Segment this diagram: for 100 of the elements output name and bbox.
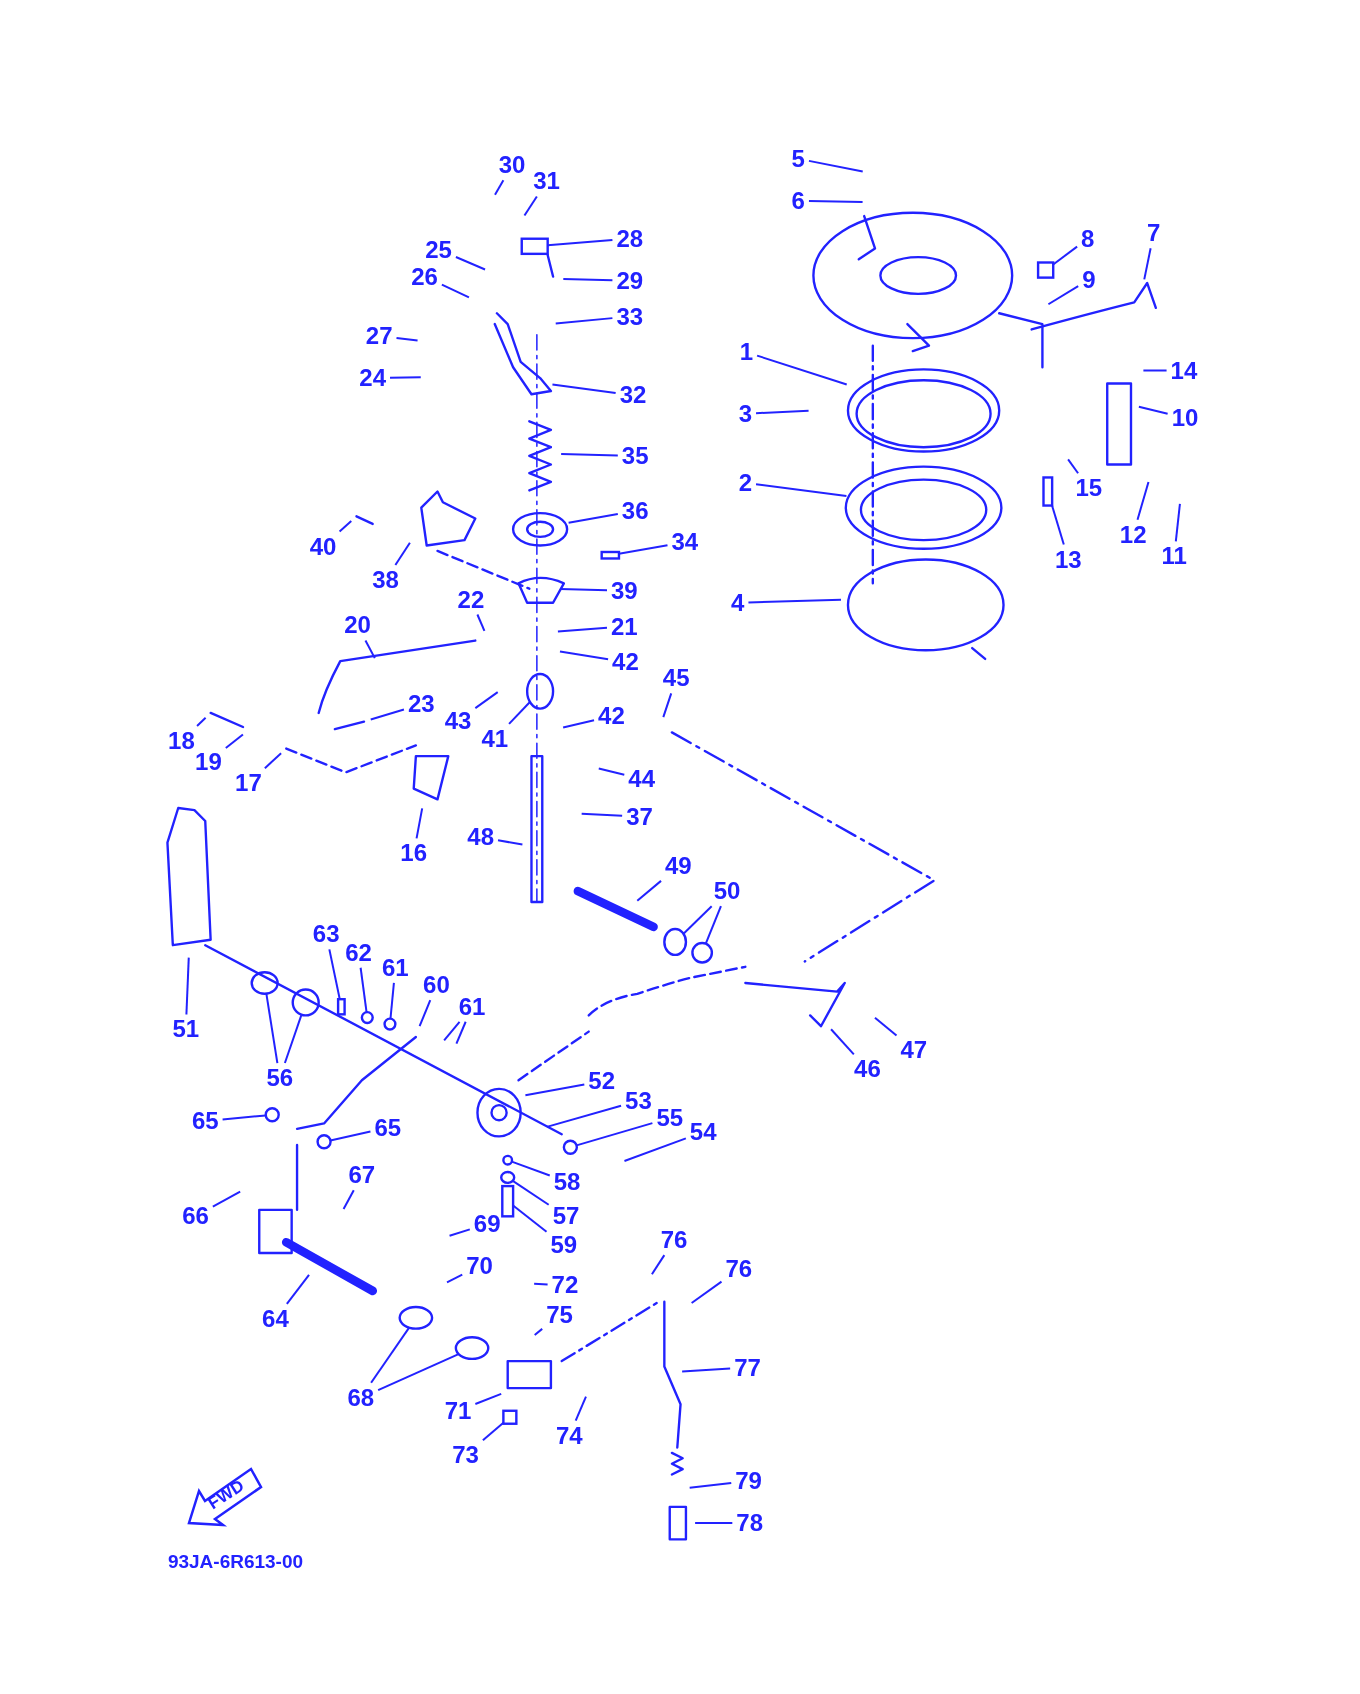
leader-line: [283, 1013, 303, 1065]
callout-number: 45: [660, 665, 692, 692]
callout-number: 50: [711, 878, 743, 905]
callout-number: 42: [596, 703, 627, 730]
leader-line: [338, 520, 353, 533]
leader-line: [1067, 458, 1080, 475]
leader-line: [454, 255, 487, 271]
callout-number: 40: [307, 533, 339, 560]
clip-part: [383, 1017, 397, 1031]
leader-line: [688, 1482, 733, 1489]
leader-line: [694, 1522, 734, 1525]
leader-line: [755, 483, 848, 497]
leader-line: [1047, 285, 1080, 306]
callout-number: 55: [654, 1105, 686, 1131]
leader-line: [807, 200, 864, 203]
leader-line: [1052, 245, 1079, 266]
leader-line: [830, 1028, 855, 1056]
leader-line: [224, 733, 244, 749]
leader-line: [567, 513, 619, 524]
leader-line: [1143, 247, 1152, 281]
leader-line: [512, 1204, 548, 1233]
leader-line: [389, 376, 422, 379]
drawing-code: 93JA-6R613-00: [166, 1550, 305, 1574]
leader-line: [265, 992, 279, 1065]
callout-number: 42: [610, 649, 641, 676]
leader-line: [185, 956, 190, 1016]
callout-number: 24: [357, 365, 388, 392]
leader-line: [747, 598, 842, 604]
leader-line: [551, 383, 617, 394]
callout-number: 12: [1117, 521, 1149, 548]
callout-number: 44: [626, 765, 657, 792]
leader-line: [1137, 405, 1169, 415]
callout-number: 79: [733, 1468, 764, 1494]
leader-line: [369, 708, 405, 721]
callout-number: 77: [732, 1354, 763, 1381]
leader-line: [418, 999, 432, 1028]
callout-number: 20: [342, 612, 373, 639]
leader-line: [636, 879, 662, 902]
callout-number: 75: [544, 1301, 575, 1328]
pin-part: [600, 550, 621, 560]
callout-number: 76: [723, 1256, 755, 1283]
callout-number: 30: [496, 152, 528, 179]
callout-number: 66: [180, 1203, 211, 1230]
leader-line: [1051, 504, 1065, 546]
leader-line: [562, 277, 614, 282]
lever-part: [520, 237, 549, 256]
washer-part: [264, 1107, 280, 1123]
washer-part: [691, 941, 714, 964]
leader-line: [455, 1020, 467, 1045]
callout-number: 8: [1079, 225, 1097, 252]
callout-number: 48: [465, 824, 497, 851]
leader-line: [394, 541, 411, 567]
callout-number: 43: [442, 707, 474, 734]
leader-line: [508, 701, 531, 725]
leader-line: [364, 639, 376, 660]
leader-line: [533, 1282, 549, 1286]
callout-number: 49: [663, 853, 694, 880]
leader-line: [574, 1395, 587, 1422]
leader-line: [443, 1020, 461, 1042]
leader-line: [873, 1016, 898, 1037]
leader-line: [511, 1179, 550, 1206]
callout-number: 16: [398, 840, 430, 867]
leader-line: [546, 239, 614, 247]
callout-number: 64: [260, 1305, 291, 1332]
callout-number: 74: [553, 1422, 585, 1449]
leader-line: [263, 752, 283, 770]
callout-number: 73: [450, 1442, 481, 1469]
washer-part: [316, 1134, 332, 1150]
leader-line: [575, 1122, 654, 1147]
callout-number: 76: [658, 1227, 690, 1254]
leader-line: [650, 1254, 666, 1276]
clip-part: [336, 998, 346, 1016]
washer-part: [360, 1010, 374, 1025]
bushing-part: [291, 988, 320, 1017]
callout-number: 10: [1169, 405, 1201, 432]
callout-number: 22: [455, 586, 487, 613]
callout-number: 7: [1145, 220, 1163, 247]
leader-line: [1174, 502, 1181, 543]
callout-number: 28: [614, 225, 646, 252]
callout-number: 39: [609, 577, 640, 604]
leader-line: [211, 1190, 242, 1208]
callout-number: 65: [189, 1108, 221, 1135]
callout-number: 35: [619, 442, 651, 469]
callout-number: 60: [421, 972, 452, 999]
leader-line: [545, 1104, 623, 1128]
leader-line: [389, 981, 395, 1020]
leader-line: [560, 452, 619, 457]
callout-number: 70: [464, 1253, 495, 1279]
leader-line: [221, 1114, 267, 1121]
callout-number: 11: [1159, 543, 1189, 570]
leader-line: [690, 1280, 723, 1304]
bushing-part: [663, 927, 688, 957]
leader-line: [440, 283, 470, 299]
bushing-part: [250, 971, 279, 995]
callout-number: 13: [1053, 546, 1084, 573]
leader-line: [474, 1392, 503, 1405]
callout-number: 62: [343, 939, 374, 966]
callout-number: 54: [687, 1119, 719, 1146]
callout-number: 52: [586, 1068, 617, 1095]
callout-number: 23: [405, 691, 437, 718]
